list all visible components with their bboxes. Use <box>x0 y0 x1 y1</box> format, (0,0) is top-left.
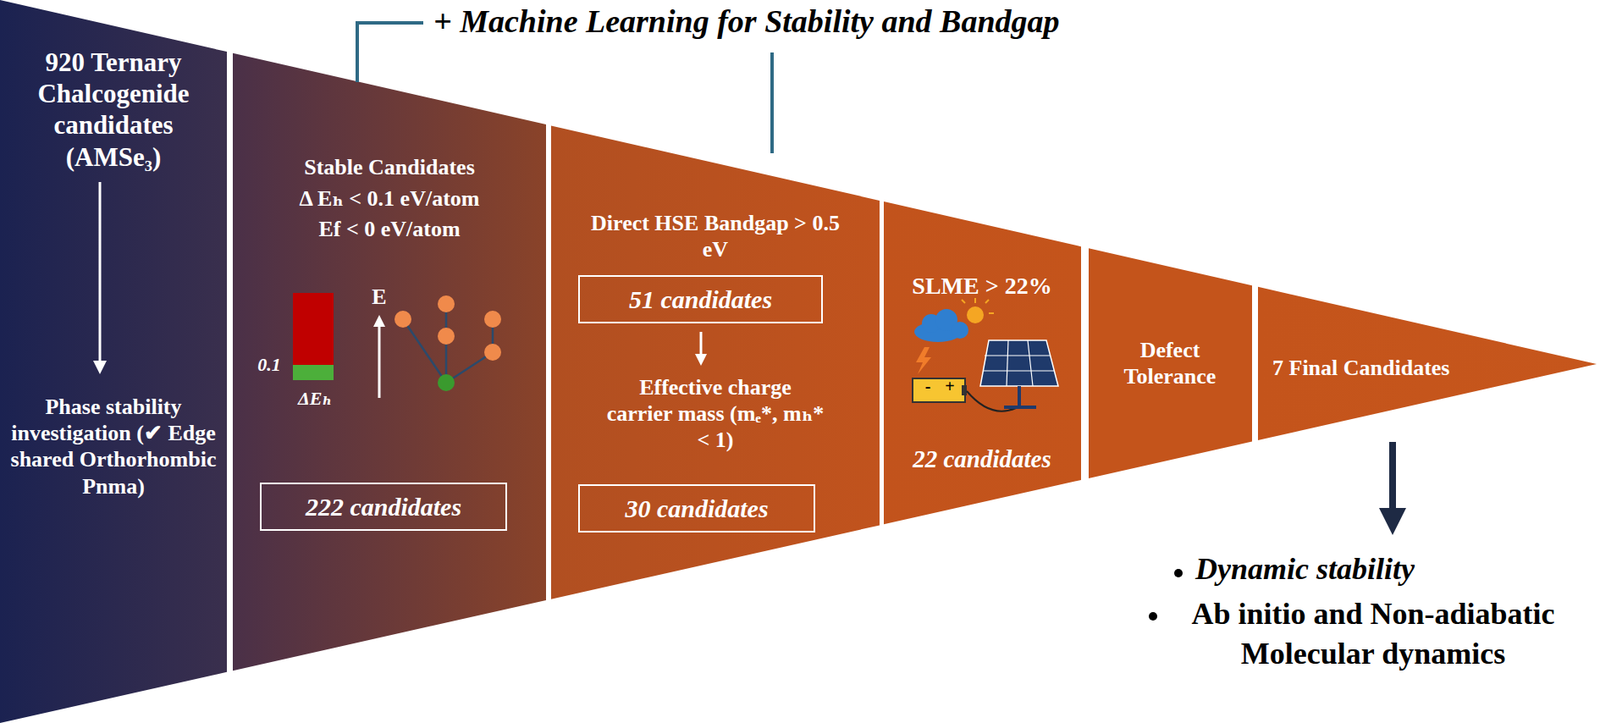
icon-label: 0.1 <box>248 353 291 376</box>
count-box: 30 candidates <box>578 484 816 533</box>
icon-label: - <box>919 376 937 397</box>
icon-label: ΔEₕ <box>281 387 349 409</box>
icon-label: E <box>362 284 397 310</box>
stage-text: Ef < 0 eV/atom <box>245 216 534 243</box>
count-text: 222 candidates <box>305 492 462 522</box>
stage-text: 22 candidates <box>887 445 1078 474</box>
stage-heading: 7 Final Candidates <box>1272 355 1451 381</box>
count-box: 51 candidates <box>578 275 823 324</box>
stage-heading: 920 Ternary Chalcogenide candidates (AMS… <box>7 46 220 173</box>
funnel-stage: Direct HSE Bandgap > 0.5 eV Effective cha… <box>551 0 880 723</box>
count-text: 30 candidates <box>624 494 768 524</box>
stage-shape <box>883 0 1082 723</box>
stage-heading: Stable Candidates <box>245 154 534 181</box>
bullet-item: Dynamic stability <box>1195 551 1415 587</box>
bullet-item: Ab initio and Non-adiabatic Molecular dy… <box>1157 594 1589 674</box>
funnel-stage: SLME > 22% 22 candidates <box>883 0 1082 723</box>
stage-shape <box>551 0 880 723</box>
stage-text: Δ Eₕ < 0.1 eV/atom <box>245 186 534 212</box>
stage-text: Phase stability investigation (✔ Edge sh… <box>7 393 220 500</box>
count-box: 222 candidates <box>259 482 508 531</box>
funnel-stage: 920 Ternary Chalcogenide candidates (AMS… <box>0 0 227 723</box>
annotation: + Machine Learning for Stability and Ban… <box>433 3 1060 41</box>
stage-heading: Defect Tolerance <box>1092 336 1249 390</box>
stage-heading: SLME > 22% <box>887 272 1078 300</box>
count-text: 51 candidates <box>628 285 773 315</box>
icon-label: + <box>941 376 959 397</box>
stage-heading: Direct HSE Bandgap > 0.5 eV <box>588 209 843 263</box>
stage-text: Effective charge carrier mass (mₑ*, mₕ* … <box>605 374 826 454</box>
